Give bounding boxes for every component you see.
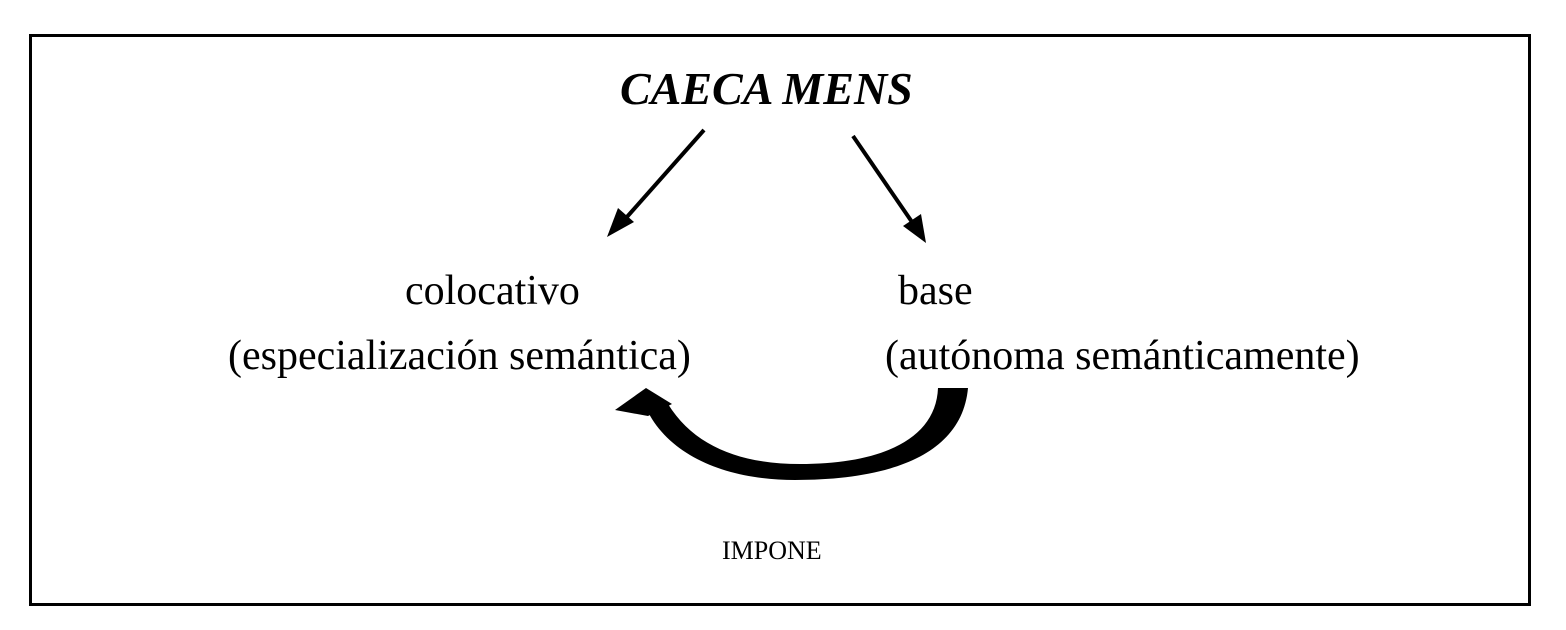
node-colocativo-description: (especialización semántica) bbox=[228, 333, 691, 379]
diagram-frame bbox=[29, 34, 1531, 606]
arrow-title-to-colocativo bbox=[607, 128, 706, 237]
node-colocativo-label: colocativo bbox=[405, 268, 580, 314]
diagram-title: CAECA MENS bbox=[620, 63, 913, 114]
node-base-description: (autónoma semánticamente) bbox=[885, 333, 1360, 379]
node-base-label: base bbox=[898, 268, 973, 314]
curved-arrow-impone bbox=[615, 388, 968, 480]
relation-label: IMPONE bbox=[722, 536, 822, 565]
arrow-title-to-base bbox=[851, 134, 926, 243]
